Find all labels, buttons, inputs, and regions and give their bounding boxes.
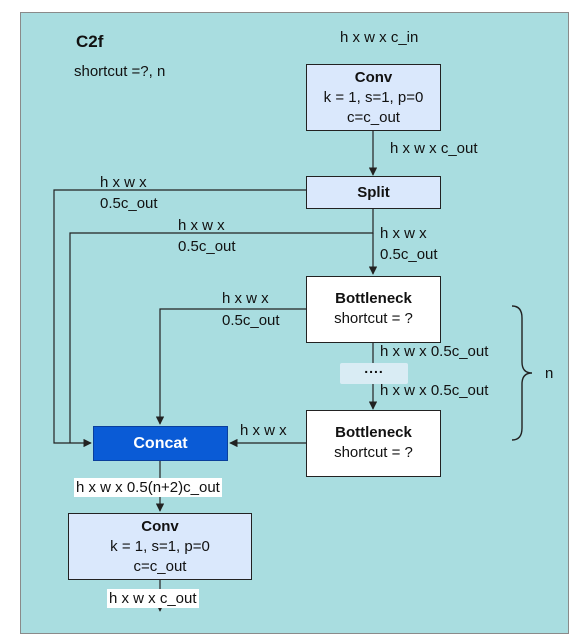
conv-block-1-params: k = 1, s=1, p=0 [323, 89, 424, 106]
final-output-dims: h x w x c_out [107, 589, 199, 608]
split-left-dims-line1: h x w x [100, 174, 147, 191]
conv-block-2-params: k = 1, s=1, p=0 [110, 538, 210, 555]
split-block: Split [306, 176, 441, 209]
split-down-dims-line2: 0.5c_out [380, 246, 438, 263]
bottleneck-n-input-dims: h x w x 0.5c_out [380, 382, 489, 399]
conv-block-2: Conv k = 1, s=1, p=0 c=c_out [68, 513, 252, 580]
bottleneck-block-2: Bottleneck shortcut = ? [306, 410, 441, 477]
conv-block-2-name: Conv [141, 518, 179, 535]
concat-block: Concat [93, 426, 228, 461]
input-dims-label: h x w x c_in [340, 29, 419, 46]
ellipsis: .... [364, 360, 384, 376]
conv-block-1-name: Conv [354, 69, 393, 86]
conv1-output-dims: h x w x c_out [390, 140, 478, 157]
bottleneck-2-name: Bottleneck [335, 424, 412, 441]
edge-bottleneck1-to-concat [155, 308, 306, 425]
ellipsis-highlight [340, 363, 408, 384]
conv-block-1-channels: c=c_out [347, 109, 400, 126]
block-params: shortcut =?, n [74, 63, 166, 80]
split-down-dims-line1: h x w x [380, 225, 427, 242]
split-mid-dims-line1: h x w x [178, 217, 225, 234]
block-title: C2f [76, 32, 104, 51]
bottleneck2-side-dims: h x w x [240, 422, 287, 439]
concat-output-dims: h x w x 0.5(n+2)c_out [74, 478, 222, 497]
bottleneck-1-name: Bottleneck [335, 290, 412, 307]
bottleneck-2-shortcut: shortcut = ? [334, 444, 413, 461]
conv-block-1: Conv k = 1, s=1, p=0 c=c_out [306, 64, 441, 131]
repeat-count-label: n [545, 365, 554, 382]
split-mid-dims-line2: 0.5c_out [178, 238, 236, 255]
split-left-dims-line2: 0.5c_out [100, 195, 158, 212]
bottleneck1-side-dims-line2: 0.5c_out [222, 312, 280, 329]
bottleneck1-side-dims-line1: h x w x [222, 290, 269, 307]
bottleneck-block-1: Bottleneck shortcut = ? [306, 276, 441, 343]
bottleneck-1-shortcut: shortcut = ? [334, 310, 413, 327]
conv-block-2-channels: c=c_out [133, 558, 187, 575]
edge-split-to-concat-outer [53, 189, 306, 448]
bottleneck1-output-dims: h x w x 0.5c_out [380, 343, 489, 360]
repeat-brace [511, 305, 533, 441]
edge-split-to-concat-inner [69, 209, 374, 443]
